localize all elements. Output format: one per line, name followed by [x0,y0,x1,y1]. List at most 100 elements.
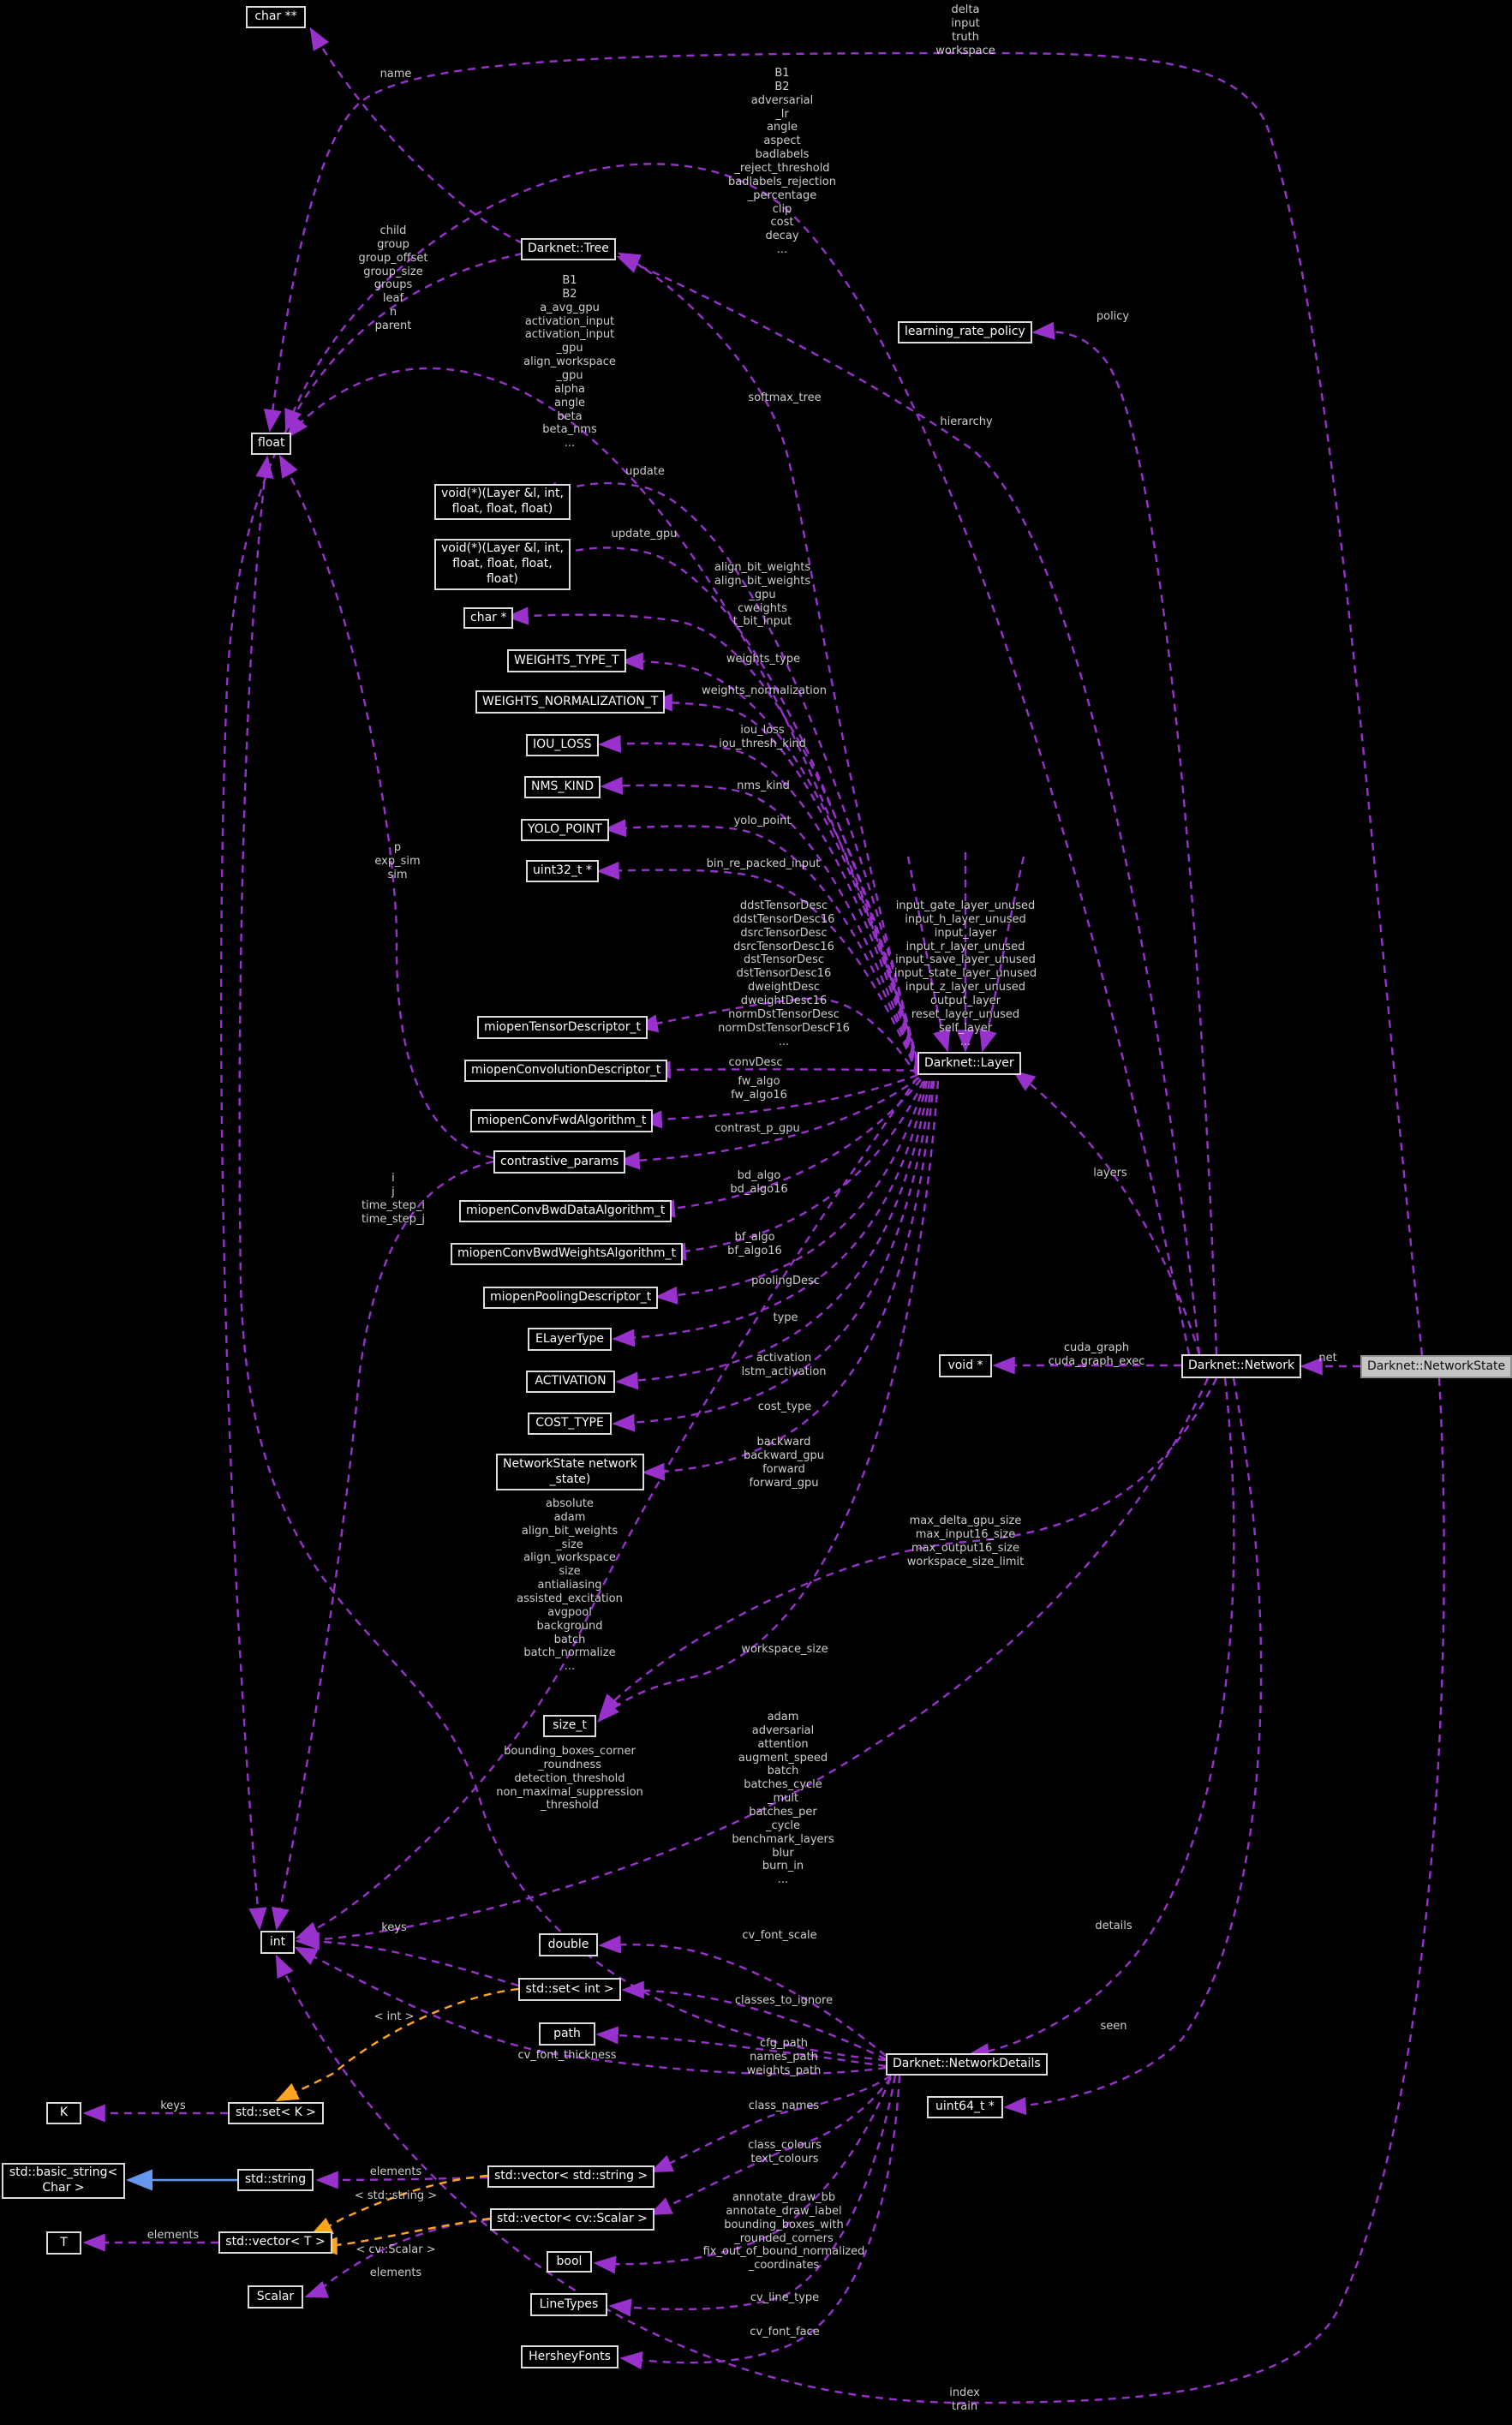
std-vector-t-node[interactable]: std::vector< T > [218,2231,332,2254]
char-fields-edge-label: align_bit_weights align_bit_weights _gpu… [714,561,811,629]
double-node[interactable]: double [539,1933,598,1956]
keys-k-edge-label: keys [160,2099,186,2112]
float-node[interactable]: float [251,433,292,455]
k-type-node[interactable]: K [46,2102,81,2124]
cv-font-scale-edge-label: cv_font_scale [742,1929,817,1942]
iou-loss-node[interactable]: IOU_LOSS [526,734,599,756]
elayertype-node[interactable]: ELayerType [528,1328,612,1351]
uint32-ptr-node[interactable]: uint32_t * [526,860,599,882]
std-set-k-node[interactable]: std::set< K > [228,2102,324,2124]
cuda-graph-edge-label: cuda_graph cuda_graph_exec [1048,1341,1145,1368]
activation-fields-edge-label: activation lstm_activation [741,1352,827,1378]
yolo-point-node[interactable]: YOLO_POINT [521,819,609,841]
darknet-network-node[interactable]: Darknet::Network [1181,1354,1302,1378]
darknet-networkdetails-node[interactable]: Darknet::NetworkDetails [886,2053,1048,2076]
workspace-size-edge-label: workspace_size [741,1643,828,1656]
std-basic-string-node[interactable]: std::basic_string< Char > [2,2163,125,2199]
miopen-pooling-descriptor-node[interactable]: miopenPoolingDescriptor_t [483,1287,659,1309]
class-names-edge-label: class_names [748,2099,820,2112]
scalar-node[interactable]: Scalar [248,2285,303,2309]
layer-int-fields-edge-label: absolute adam align_bit_weights _size al… [517,1497,623,1674]
yolo-point-label-edge-label: yolo_point [733,815,792,827]
convdesc-edge-label: convDesc [728,1056,783,1069]
std-set-int-node[interactable]: std::set< int > [518,1978,621,2001]
std-vector-scalar-node[interactable]: std::vector< cv::Scalar > [490,2208,654,2231]
void-fn-layer-4f-node[interactable]: void(*)(Layer &l, int, float, float, flo… [434,539,571,590]
darknet-networkstate-node: Darknet::NetworkState [1360,1355,1512,1378]
std-vector-string-node[interactable]: std::vector< std::string > [487,2165,655,2188]
tree-int-fields-edge-label: child group group_offset group_size grou… [358,224,428,333]
update-gpu-edge-label: update_gpu [611,528,678,541]
int-node[interactable]: int [260,1931,295,1954]
layers-edge-label: layers [1093,1167,1127,1180]
poolingdesc-edge-label: poolingDesc [751,1275,820,1287]
contrastive-params-node[interactable]: contrastive_params [493,1150,626,1174]
activation-node[interactable]: ACTIVATION [526,1371,615,1393]
void-ptr-node[interactable]: void * [939,1354,992,1377]
char-ptr-ptr-node[interactable]: char ** [246,6,306,28]
miopen-conv-bwd-data-algorithm-node[interactable]: miopenConvBwdDataAlgorithm_t [459,1200,672,1222]
miopen-conv-fwd-algorithm-node[interactable]: miopenConvFwdAlgorithm_t [470,1109,654,1132]
keys-int-edge-label: keys [381,1921,407,1934]
tmpl-scalar-edge-label: < cv::Scalar > [356,2243,436,2256]
colour-fields-edge-label: class_colours text_colours [748,2139,822,2165]
details-float-fields-edge-label: bounding_boxes_corner _roundness detecti… [496,1745,643,1813]
policy-edge-label: policy [1096,310,1130,323]
void-fn-layer-3f-node[interactable]: void(*)(Layer &l, int, float, float, flo… [434,484,571,520]
i-j-time-step-edge-label: i j time_step_i time_step_j [361,1172,426,1226]
index-train-edge-label: index train [949,2386,980,2413]
weights-normalization-t-node[interactable]: WEIGHTS_NORMALIZATION_T [475,690,666,714]
hersheyfonts-node[interactable]: HersheyFonts [521,2345,619,2368]
network-int-fields-edge-label: adam adversarial attention augment_speed… [732,1711,834,1887]
max-size-fields-edge-label: max_delta_gpu_size max_input16_size max_… [906,1514,1025,1568]
t-type-node[interactable]: T [46,2231,81,2255]
update-edge-label: update [625,465,665,478]
backward-fields-edge-label: backward backward_gpu forward forward_gp… [743,1436,825,1490]
size-t-node[interactable]: size_t [543,1715,596,1737]
elements-string-edge-label: elements [369,2165,422,2178]
weights-normalization-edge-label: weights_normalization [702,684,827,697]
linetypes-node[interactable]: LineTypes [530,2293,607,2316]
nms-kind-node[interactable]: NMS_KIND [524,776,601,798]
p-exp-sim-edge-label: p exp_sim sim [374,841,421,881]
miopen-conv-bwd-weights-algorithm-node[interactable]: miopenConvBwdWeightsAlgorithm_t [451,1243,684,1265]
networkstate-network-state-node[interactable]: NetworkState network _state) [496,1454,644,1490]
path-fields-edge-label: cfg_path names_path weights_path [746,2037,822,2077]
miopen-tensor-descriptor-node[interactable]: miopenTensorDescriptor_t [477,1016,648,1039]
cost-type-node[interactable]: COST_TYPE [528,1413,612,1435]
elements-t-edge-label: elements [146,2229,200,2242]
darknet-layer-node[interactable]: Darknet::Layer [917,1052,1021,1075]
annotate-fields-edge-label: annotate_draw_bb annotate_draw_label bou… [702,2191,865,2273]
cv-font-face-edge-label: cv_font_face [750,2326,820,2338]
classes-to-ignore-edge-label: classes_to_ignore [734,1994,834,2007]
uint64-ptr-node[interactable]: uint64_t * [927,2096,1003,2118]
softmax-tree-edge-label: softmax_tree [748,391,822,404]
darknet-tree-node[interactable]: Darknet::Tree [521,238,616,260]
std-string-node[interactable]: std::string [237,2169,314,2191]
path-node[interactable]: path [539,2022,595,2046]
elements-scalar-edge-label: elements [369,2267,422,2279]
network-float-fields-edge-label: B1 B2 adversarial _lr angle aspect badla… [728,67,836,257]
hierarchy-edge-label: hierarchy [940,415,993,428]
net-edge-label: net [1318,1352,1337,1365]
bf-algo-edge-label: bf_algo bf_algo16 [727,1231,782,1257]
name-edge-label: name [379,68,412,81]
bd-algo-edge-label: bd_algo bd_algo16 [730,1169,788,1196]
cost-type-label-edge-label: cost_type [757,1401,812,1413]
iou-fields-edge-label: iou_loss iou_thresh_kind [719,724,806,750]
bool-node[interactable]: bool [547,2251,592,2273]
weights-type-t-node[interactable]: WEIGHTS_TYPE_T [507,649,626,672]
miopen-convolution-descriptor-node[interactable]: miopenConvolutionDescriptor_t [464,1060,668,1082]
learning-rate-policy-node[interactable]: learning_rate_policy [898,321,1032,343]
fw-algo-edge-label: fw_algo fw_algo16 [731,1075,787,1102]
cv-line-type-edge-label: cv_line_type [750,2291,820,2304]
tmpl-int-edge-label: < int > [374,2010,415,2023]
nms-kind-label-edge-label: nms_kind [737,779,790,792]
layer-self-fields-edge-label: input_gate_layer_unused input_h_layer_un… [893,899,1037,1048]
char-ptr-node[interactable]: char * [463,607,514,629]
tensor-desc-fields-edge-label: ddstTensorDesc ddstTensorDesc16 dsrcTens… [718,899,850,1048]
details-edge-label: details [1095,1920,1133,1932]
layer-float-fields-edge-label: B1 B2 a_avg_gpu activation_input activat… [523,274,616,451]
